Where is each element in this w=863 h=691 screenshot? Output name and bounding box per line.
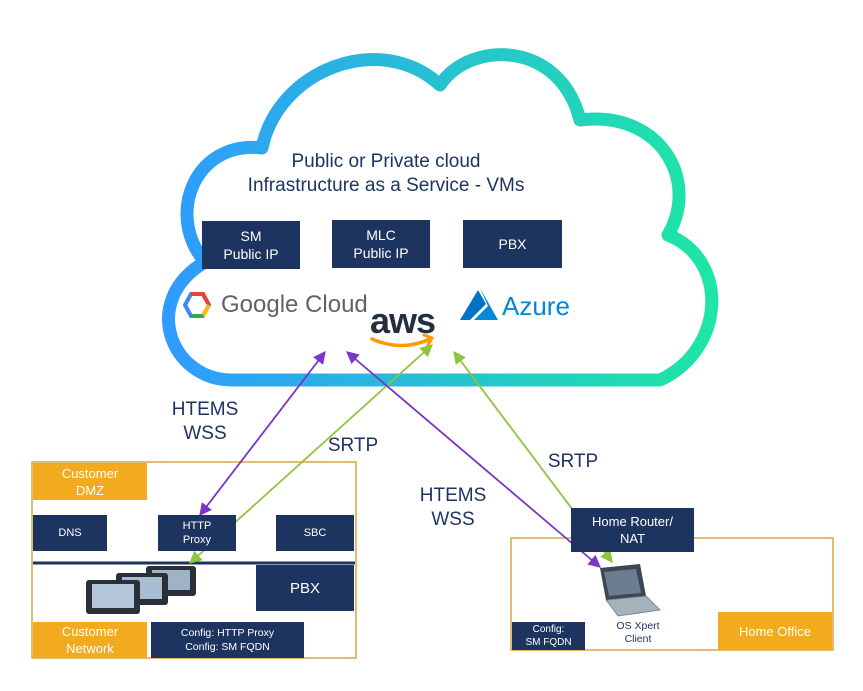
mlc-public-ip-box: MLC Public IP (332, 220, 430, 268)
aws-smile-icon (370, 337, 432, 348)
home-office-label: Home Office (718, 612, 832, 650)
google-cloud-logo-icon (182, 292, 212, 318)
sm-public-ip-box: SM Public IP (202, 221, 300, 269)
cloud-outline (162, 48, 719, 387)
azure-logo-text: Azure (502, 291, 570, 321)
dns-box: DNS (33, 515, 107, 551)
customer-network-label: Customer Network (33, 622, 147, 658)
htems-wss-label-right: HTEMS WSS (419, 485, 487, 530)
cloud-title: Public or Private cloud Infrastructure a… (247, 151, 525, 196)
cloud-pbx-box: PBX (463, 220, 562, 268)
laptop-icon (600, 564, 661, 617)
sbc-box: SBC (276, 515, 354, 551)
desk-phones-icon (86, 566, 196, 614)
aws-smile-arrow-icon (422, 333, 435, 347)
google-cloud-logo-text: Google Cloud (221, 291, 368, 318)
os-xpert-client-label: OS Xpert Client (616, 620, 660, 645)
home-router-nat-box: Home Router/ NAT (571, 508, 694, 552)
home-config-box: Config: SM FQDN (512, 622, 585, 650)
http-proxy-box: HTTP Proxy (158, 515, 236, 551)
aws-logo-text: aws (370, 300, 436, 341)
customer-pbx-box: PBX (256, 565, 354, 611)
srtp-label-left: SRTP (327, 435, 379, 456)
customer-dmz-label: Customer DMZ (33, 463, 147, 500)
azure-logo-icon (460, 288, 498, 320)
htems-wss-label-left: HTEMS WSS (171, 399, 239, 444)
customer-config-box: Config: HTTP Proxy Config: SM FQDN (151, 622, 304, 658)
srtp-label-right: SRTP (547, 451, 599, 472)
